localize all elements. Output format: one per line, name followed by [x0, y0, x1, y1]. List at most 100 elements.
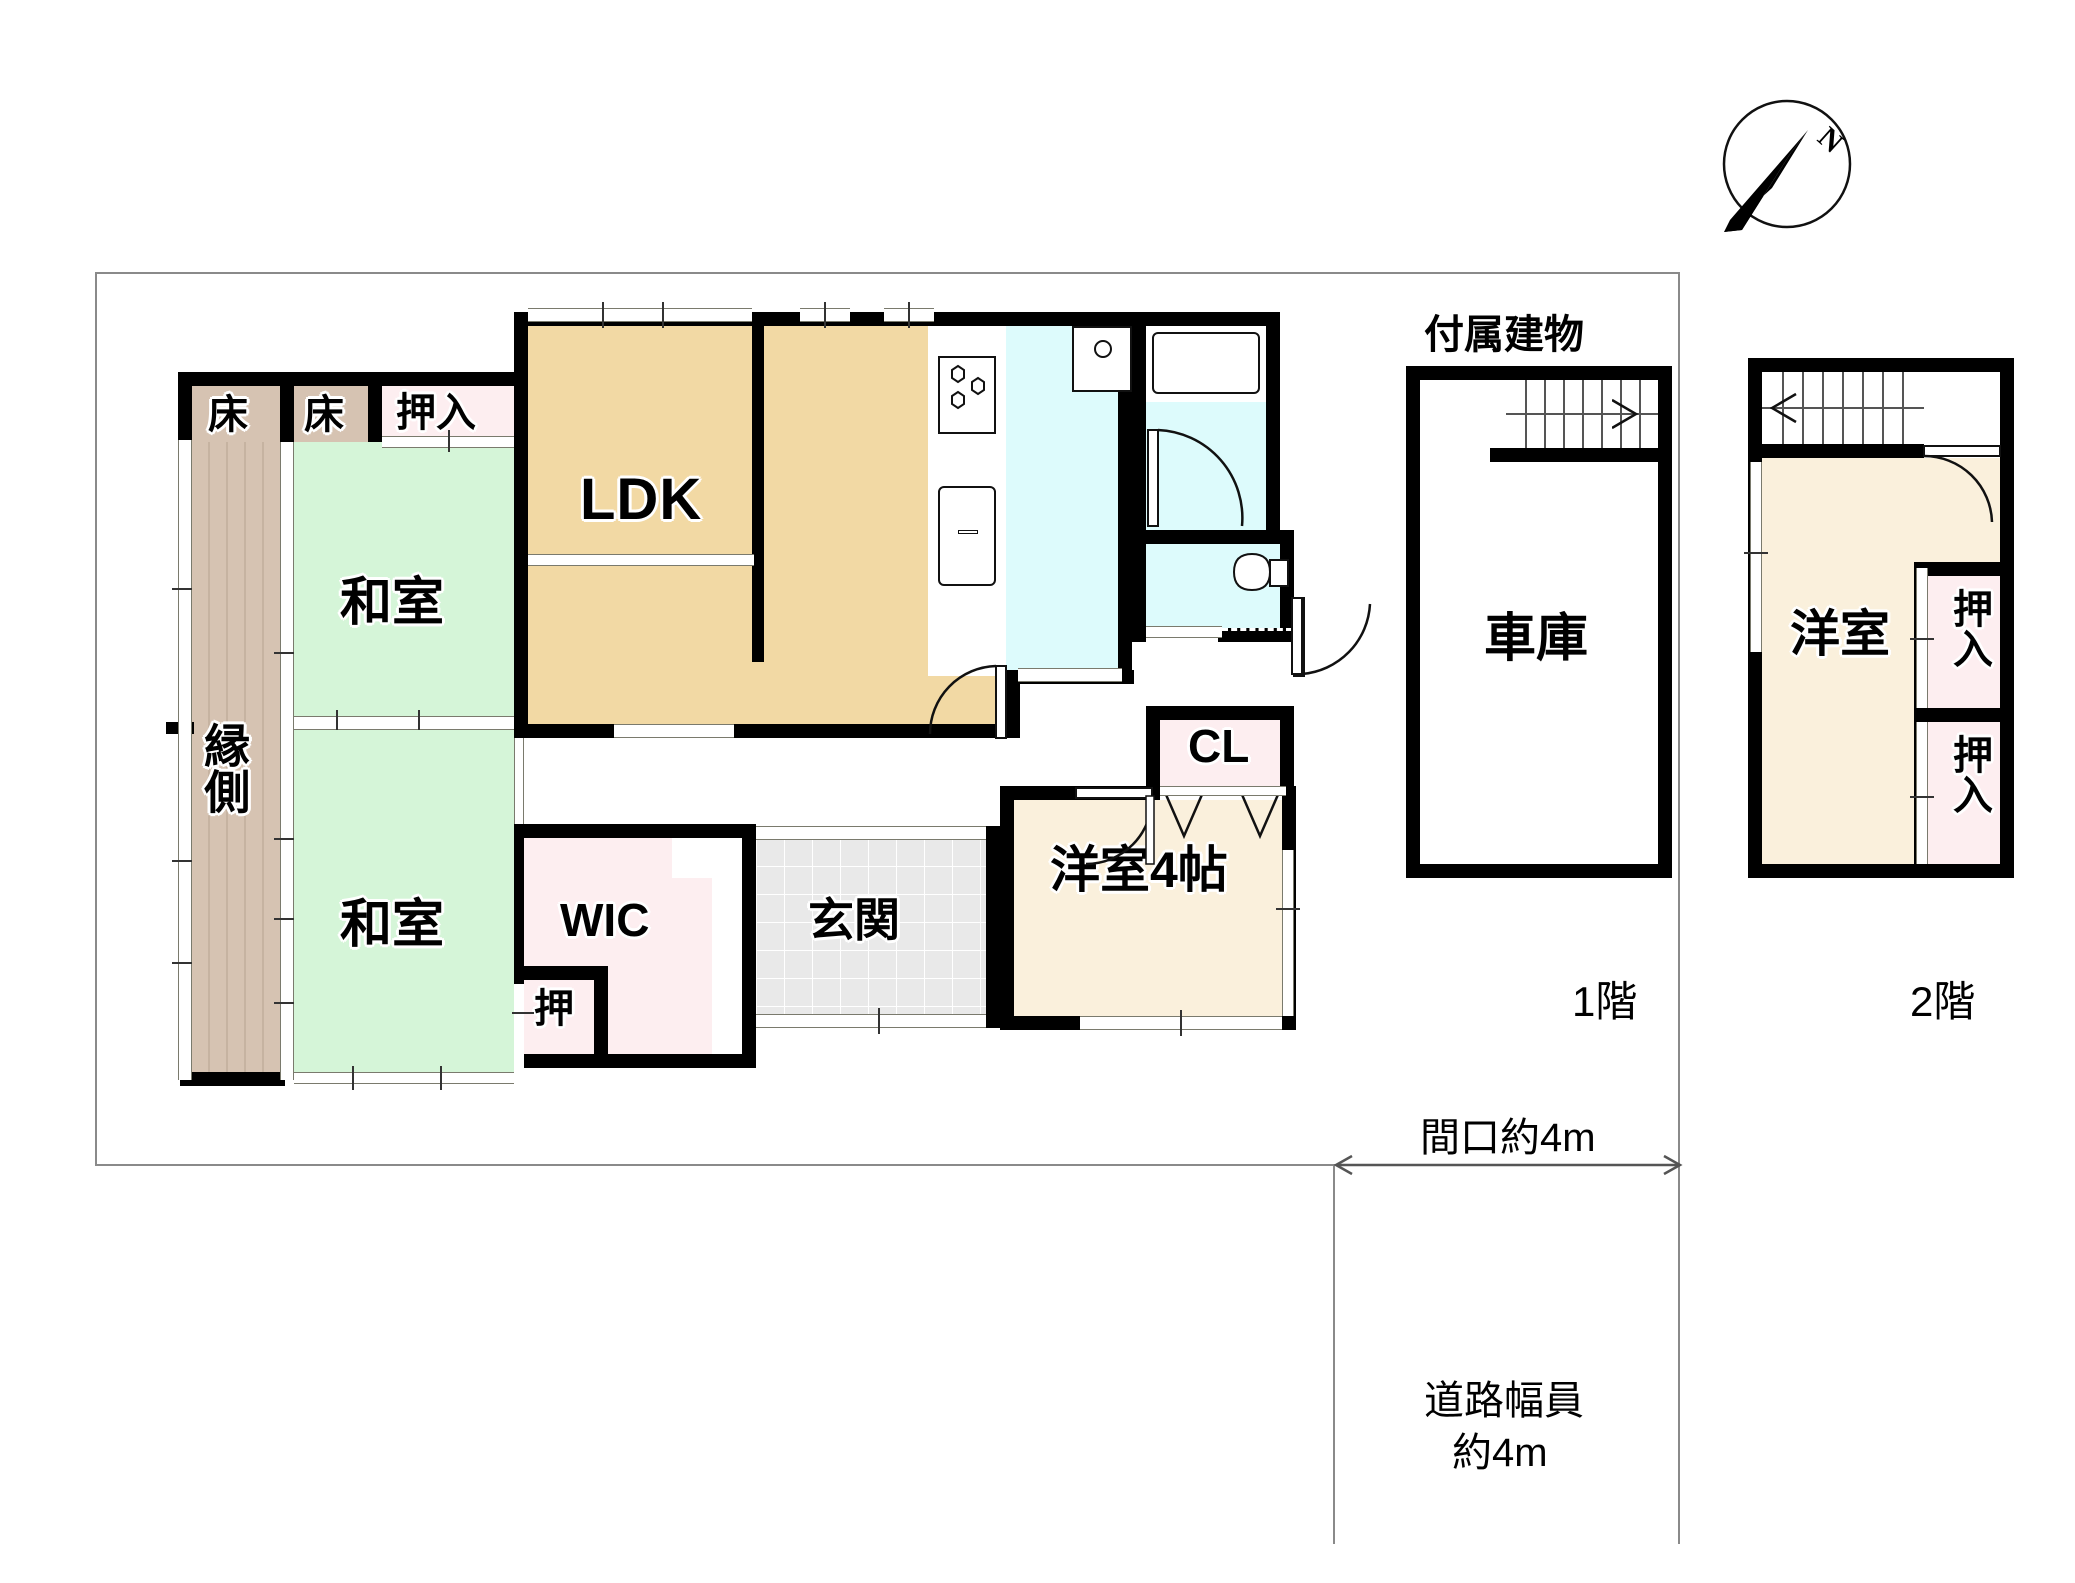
oshi-small-wall-top [524, 966, 608, 980]
engawa-inner-tick-3 [274, 918, 294, 920]
f2-stairs-wall [1748, 444, 1924, 458]
f2-oshiire-lower-tick [1910, 796, 1934, 798]
wic-wall-right [742, 824, 756, 1068]
road-width-label-line2: 約4m [1452, 1431, 1548, 1475]
washitsu-upper-label: 和室 [340, 574, 445, 632]
ldk-window-top-left [528, 308, 752, 322]
garage-wall-left [1406, 366, 1420, 878]
garage-stairs [1506, 380, 1658, 448]
frontage-dimension-arrow [1333, 1154, 1683, 1176]
yoshitsu4-closet-track [1160, 786, 1286, 796]
f2-oshiire-upper-label: 押入 [1947, 588, 1991, 668]
ldk-area-left [528, 326, 764, 724]
yoshitsu4-wall-left [1000, 786, 1014, 1030]
corridor-door-dash [1020, 670, 1110, 673]
ldk-bottom-door-dash [616, 726, 696, 729]
cl-folding-doors [1162, 789, 1282, 840]
tokonoma-divider-2 [368, 372, 382, 442]
engawa-tick-3 [172, 962, 192, 964]
f2-yoshitsu-label: 洋室 [1790, 606, 1890, 662]
road-boundary-vertical [1333, 1164, 1335, 1544]
genkan-bottom-door [756, 1014, 986, 1028]
washitsu-lower-bottom-tick-1 [352, 1066, 354, 1090]
ldk-inner-fusuma [528, 554, 754, 566]
cl-wall-top [1146, 706, 1294, 720]
engawa-wall-top [178, 372, 192, 442]
genkan-wall-right [986, 826, 1000, 1028]
f2-stairs-down-arrow [1770, 392, 1797, 424]
oshiire-top-label: 押入 [396, 391, 476, 435]
bathroom-floor [1146, 402, 1266, 530]
washitsu-lower-label: 和室 [340, 896, 445, 954]
toilet-door [1146, 626, 1222, 638]
engawa-tick-1 [172, 588, 192, 590]
washitsu-lower-right-wall [514, 824, 524, 984]
ldk-window-tick-2 [662, 302, 664, 328]
f2-oshiire-lower [1928, 722, 2000, 864]
tokonoma-1-label: 床 [208, 393, 248, 437]
f2-oshiire-upper [1928, 576, 2000, 708]
bath-zone-wall-right [1118, 312, 1132, 672]
annex-label: 付属建物 [1424, 313, 1584, 357]
wic-label: WIC [560, 894, 650, 946]
toilet-icon [1232, 552, 1289, 592]
wic-wall-bottom [524, 1054, 756, 1068]
floor2-title: 2階 [1910, 978, 1976, 1025]
floor1-title: 1階 [1572, 978, 1638, 1025]
garage-label: 車庫 [1484, 610, 1589, 668]
oshi-small-tick [512, 1012, 534, 1014]
tokonoma-2-label: 床 [304, 393, 344, 437]
engawa-inner-tick-4 [274, 1002, 294, 1004]
compass-rose: N [1722, 99, 1852, 232]
garage-stairs-wall [1490, 448, 1658, 462]
kitchen-sink-drain [958, 530, 978, 534]
kitchen-stove [938, 356, 996, 434]
engawa-inner-tick-1 [274, 652, 294, 654]
genkan-door-tick [878, 1008, 880, 1034]
f2-oshiire-divider [1914, 708, 2014, 722]
site-boundary-top [95, 272, 1680, 274]
ldk-window-tick-1 [602, 302, 604, 328]
engawa-label: 縁側 [198, 722, 251, 814]
ldk-label: LDK [580, 467, 703, 532]
road-width-label-line1: 道路幅員 [1424, 1379, 1584, 1423]
wic-cutout-right [712, 838, 742, 1054]
cl-label: CL [1188, 720, 1250, 772]
site-boundary-left [95, 272, 97, 1166]
tokonoma-1 [192, 386, 280, 442]
toilet-wall-left [1132, 530, 1146, 642]
genkan-top-step [756, 826, 986, 840]
f2-door-arc [1923, 445, 2001, 523]
corridor-wall-right-vertical [1006, 670, 1020, 738]
f2-oshiire-lower-label: 押入 [1947, 734, 1991, 814]
f2-window-left [1750, 462, 1762, 652]
tokonoma-divider-1 [280, 372, 294, 442]
bathtub [1152, 332, 1260, 394]
garage-wall-top [1406, 366, 1672, 380]
cl-wall-right [1280, 706, 1294, 786]
engawa-outer-glazing [178, 440, 192, 1080]
washroom-basin-bowl [1094, 340, 1112, 358]
ldk-wall-left [514, 312, 528, 724]
ldk-window-tick-3 [824, 302, 826, 328]
kitchen-sink [938, 486, 996, 586]
garage-stairs-up-arrow [1612, 398, 1639, 430]
washitsu-lower-bottom-window [294, 1072, 514, 1084]
yoshitsu4-door-arc [1075, 787, 1155, 866]
garage-wall-bottom [1406, 864, 1672, 878]
bath-zone-wall-top [1006, 312, 1118, 326]
engawa-inner-tick-2 [274, 838, 294, 840]
engawa-floor [192, 440, 280, 1080]
washitsu-divider-tick-1 [336, 710, 338, 736]
hall-door-right-arc [1291, 597, 1372, 677]
oshi-small-label: 押 [534, 987, 574, 1031]
washitsu-lower-bottom-tick-2 [440, 1066, 442, 1090]
toilet-door-dash [1222, 628, 1292, 631]
f2-wall-top [1748, 358, 2014, 372]
f2-wall-right [2000, 358, 2014, 878]
yoshitsu4-window-bottom-tick [1180, 1010, 1182, 1036]
washitsu-divider-tick-2 [418, 710, 420, 736]
f2-oshiire-wall-top [1914, 562, 2014, 576]
engawa-inner-shoji [280, 440, 294, 1080]
